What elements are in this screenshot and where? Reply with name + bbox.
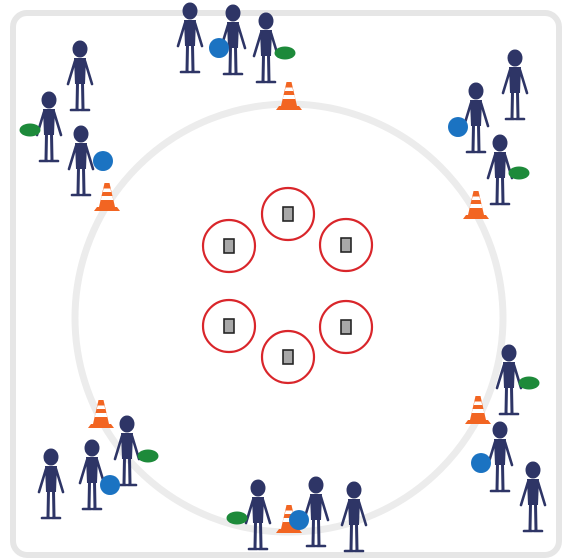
- target-zone: [320, 219, 372, 271]
- target-zone: [262, 331, 314, 383]
- square-marker-icon: [341, 238, 351, 252]
- ball-icon: [519, 377, 540, 390]
- ball-icon: [93, 151, 113, 171]
- ball-icon: [471, 453, 491, 473]
- target-zone: [262, 188, 314, 240]
- ball-icon: [509, 167, 530, 180]
- square-marker-icon: [283, 207, 293, 221]
- square-marker-icon: [224, 239, 234, 253]
- ball-icon: [100, 475, 120, 495]
- square-marker-icon: [341, 320, 351, 334]
- ball-icon: [138, 450, 159, 463]
- ball-icon: [20, 124, 41, 137]
- ball-icon: [289, 510, 309, 530]
- target-zone: [320, 301, 372, 353]
- target-zone: [203, 220, 255, 272]
- target-zone: [203, 300, 255, 352]
- ball-icon: [448, 117, 468, 137]
- ball-icon: [275, 47, 296, 60]
- square-marker-icon: [283, 350, 293, 364]
- ball-icon: [227, 512, 248, 525]
- ball-icon: [209, 38, 229, 58]
- square-marker-icon: [224, 319, 234, 333]
